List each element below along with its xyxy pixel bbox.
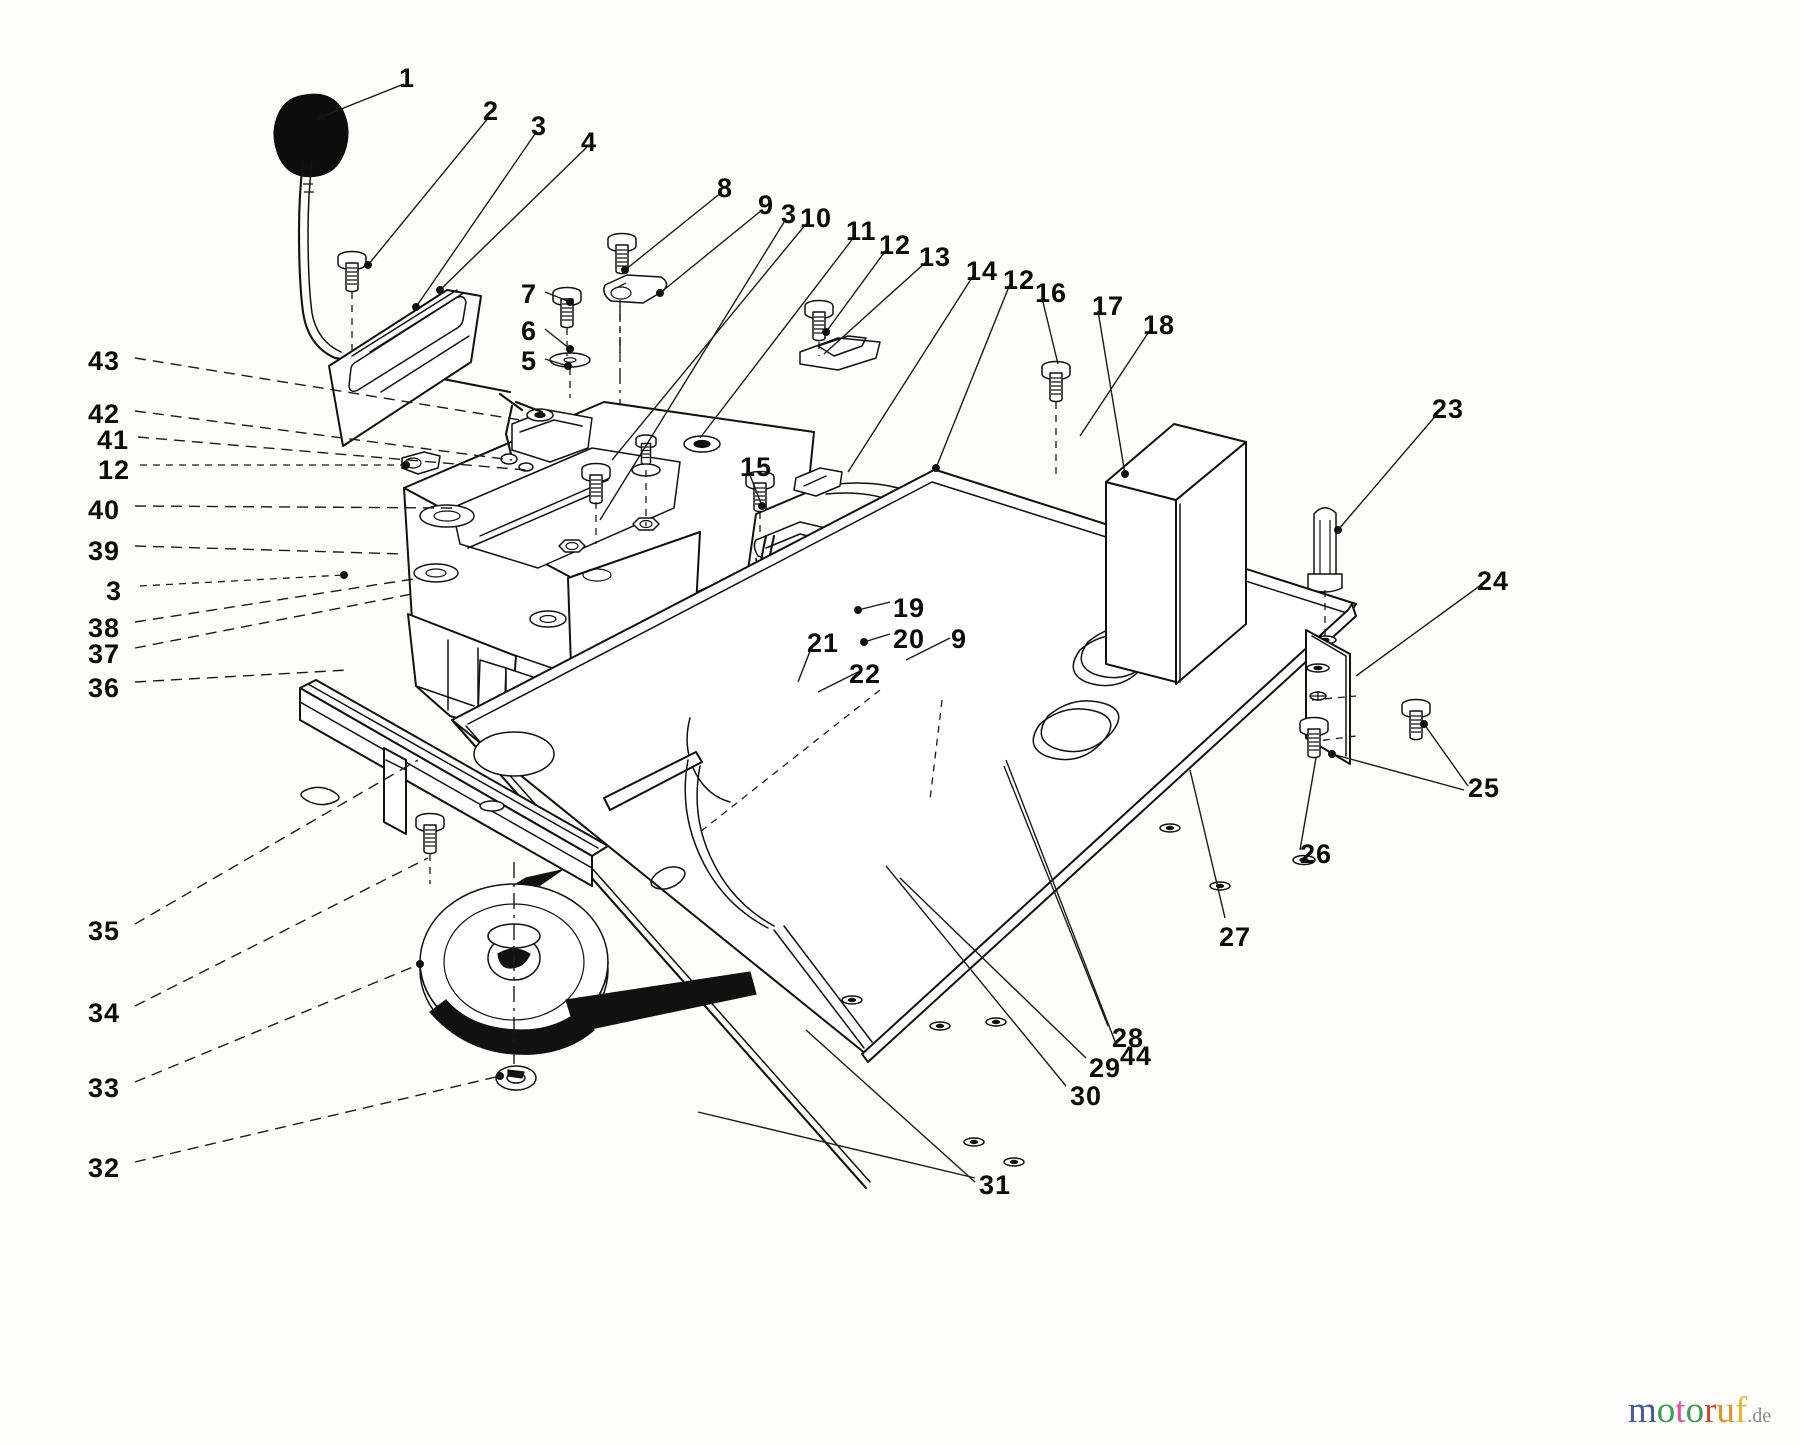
callout-number-22: 22 xyxy=(849,659,882,689)
left-frame-rail xyxy=(299,679,609,887)
callout-number-35: 35 xyxy=(88,916,121,946)
callout-number-6: 6 xyxy=(521,316,537,346)
callout-number-44: 44 xyxy=(1120,1041,1153,1071)
callout-number-1: 1 xyxy=(399,63,415,93)
callout-number-8: 8 xyxy=(717,173,733,203)
callout-number-27: 27 xyxy=(1219,922,1252,952)
watermark-letter-m: m xyxy=(1628,1390,1657,1431)
callout-number-32: 32 xyxy=(88,1153,121,1183)
watermark-letter-o: o xyxy=(1656,1390,1676,1431)
callout-number-43: 43 xyxy=(88,346,121,376)
watermark-letter-r: r xyxy=(1704,1390,1717,1431)
trunnion-group-89 xyxy=(603,232,668,506)
callout-number-12: 12 xyxy=(98,455,131,485)
callout-number-7: 7 xyxy=(521,279,537,309)
callout-number-14: 14 xyxy=(966,256,999,286)
watermark-suffix: .de xyxy=(1747,1405,1772,1427)
callout-number-12: 12 xyxy=(1003,265,1036,295)
callout-number-17: 17 xyxy=(1092,291,1125,321)
callout-number-28: 28 xyxy=(1112,1023,1145,1053)
callout-number-33: 33 xyxy=(88,1073,121,1103)
callout-number-11: 11 xyxy=(846,216,877,246)
callout-number-39: 39 xyxy=(88,536,121,566)
callout-number-9: 9 xyxy=(951,624,967,654)
callout-number-21: 21 xyxy=(807,628,840,658)
callout-number-24: 24 xyxy=(1477,566,1510,596)
callout-number-15: 15 xyxy=(740,452,773,482)
callout-number-10: 10 xyxy=(800,203,833,233)
callout-number-16: 16 xyxy=(1035,278,1068,308)
watermark-letter-t: t xyxy=(1675,1390,1686,1431)
callout-number-29: 29 xyxy=(1089,1053,1122,1083)
callout-number-38: 38 xyxy=(88,613,121,643)
right-stud-bracket xyxy=(1299,507,1431,765)
callout-number-3: 3 xyxy=(106,576,122,606)
callout-number-3: 3 xyxy=(781,199,797,229)
pulley-belt-group xyxy=(419,862,757,1091)
callout-number-9: 9 xyxy=(758,190,774,220)
fastener-stack-567 xyxy=(549,286,591,398)
callout-number-12: 12 xyxy=(879,230,912,260)
v-bracket-group xyxy=(1041,360,1247,685)
leader-lines xyxy=(134,83,1482,1183)
callout-number-20: 20 xyxy=(893,624,926,654)
callout-number-25: 25 xyxy=(1468,773,1501,803)
watermark-letter-u: u xyxy=(1716,1390,1735,1431)
motoruf-watermark: motoruf.de xyxy=(1628,1392,1771,1429)
callout-number-3: 3 xyxy=(531,111,547,141)
clip-group-1112 xyxy=(799,299,881,371)
callout-number-23: 23 xyxy=(1432,394,1465,424)
callout-number-34: 34 xyxy=(88,998,121,1028)
callout-number-31: 31 xyxy=(979,1170,1012,1200)
callout-number-37: 37 xyxy=(88,639,121,669)
callout-number-36: 36 xyxy=(88,673,121,703)
callout-number-19: 19 xyxy=(893,593,926,623)
callout-number-18: 18 xyxy=(1143,310,1176,340)
callout-number-40: 40 xyxy=(88,495,121,525)
callout-number-2: 2 xyxy=(483,96,499,126)
callout-number-13: 13 xyxy=(919,242,952,272)
callout-number-26: 26 xyxy=(1300,839,1333,869)
shift-lever-group xyxy=(273,93,512,447)
watermark-letter-o: o xyxy=(1685,1390,1705,1431)
callout-number-30: 30 xyxy=(1070,1081,1103,1111)
callout-number-4: 4 xyxy=(581,127,597,157)
callout-number-41: 41 xyxy=(97,425,130,455)
watermark-letter-f: f xyxy=(1734,1390,1748,1431)
callout-number-42: 42 xyxy=(88,399,121,429)
callout-number-5: 5 xyxy=(521,346,537,376)
